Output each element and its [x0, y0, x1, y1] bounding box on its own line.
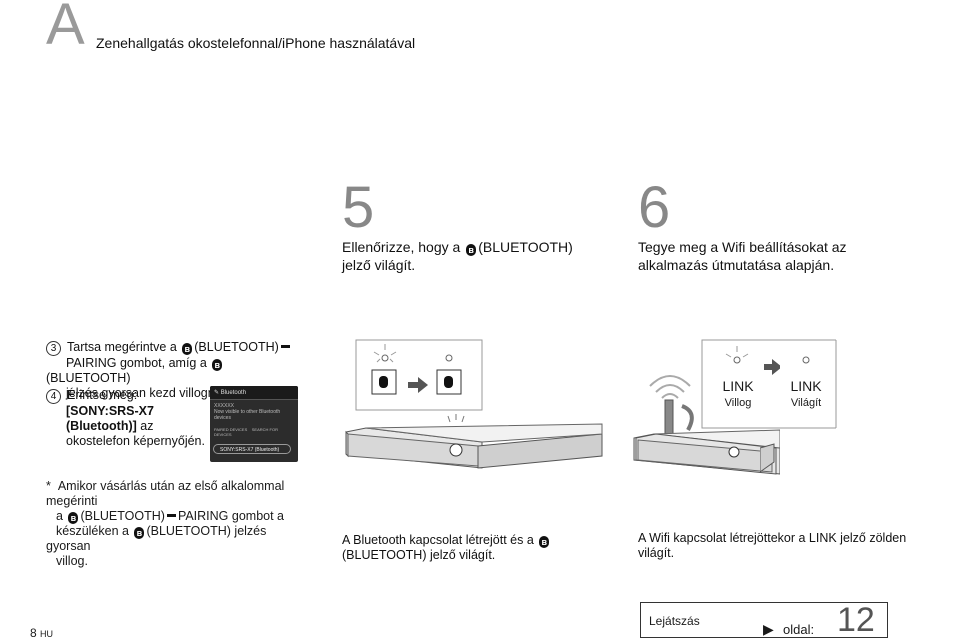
wifi-speaker-body [635, 433, 777, 475]
target-page-number[interactable]: 12 [837, 601, 875, 639]
step-6-number: 6 [638, 175, 671, 240]
arrow-right-icon [764, 359, 780, 375]
curved-arrow-icon [681, 404, 694, 431]
bluetooth-icon: ʙ [212, 359, 223, 371]
step-circle-3: 3 [46, 341, 61, 356]
arrow-right-icon [408, 377, 428, 393]
blink-rays-icon [373, 344, 397, 363]
wifi-panel-right-part [780, 339, 837, 429]
step-circle-4: 4 [46, 389, 61, 404]
link-label-blinking: LINK [722, 378, 754, 394]
blink-rays-icon [725, 346, 749, 358]
page-label: oldal: [783, 622, 815, 637]
link-state-lit: Világít [790, 397, 822, 409]
wrench-icon: ✎ [214, 390, 220, 396]
arrow-right-icon: ▶ [763, 621, 774, 637]
step-5-number: 5 [342, 175, 375, 240]
link-label-lit: LINK [790, 378, 822, 394]
footnote: * Amikor vásárlás után az első alkalomma… [46, 479, 285, 568]
cross-reference-link[interactable]: Lejátszás ▶ oldal: 12 [640, 601, 888, 639]
nav-label[interactable]: Lejátszás [649, 614, 700, 628]
bluetooth-icon: ʙ [539, 536, 550, 548]
speaker-icon [345, 423, 603, 469]
bluetooth-caption: A Bluetooth kapcsolat létrejött és a ʙ (… [342, 533, 572, 563]
bluetooth-icon: ʙ [134, 527, 145, 539]
section-letter: A [46, 0, 85, 57]
wifi-caption: A Wifi kapcsolat létrejöttekor a LINK je… [638, 531, 907, 560]
step-5-text: Ellenőrizze, hogy a ʙ(BLUETOOTH) jelző v… [342, 239, 573, 273]
bluetooth-button-blinking [371, 369, 397, 395]
link-state-blinking: Villog [724, 397, 752, 409]
wifi-speaker-side [760, 443, 775, 473]
bluetooth-icon [379, 376, 388, 388]
bluetooth-speaker-illustration [345, 339, 603, 469]
device-list-item[interactable]: SONY:SRS-X7 (Bluetooth) [213, 444, 291, 454]
bluetooth-icon [444, 376, 453, 388]
section-title: Zenehallgatás okostelefonnal/iPhone hasz… [96, 35, 416, 51]
page-number: 8 HU [30, 626, 54, 640]
bluetooth-button-lit [436, 369, 462, 395]
bluetooth-icon: ʙ [466, 244, 477, 256]
bluetooth-icon: ʙ [182, 343, 193, 355]
bluetooth-icon: ʙ [68, 512, 79, 524]
wifi-signal-icon [649, 375, 691, 399]
step-6-text: Tegye meg a Wifi beállításokat az alkalm… [638, 239, 847, 273]
